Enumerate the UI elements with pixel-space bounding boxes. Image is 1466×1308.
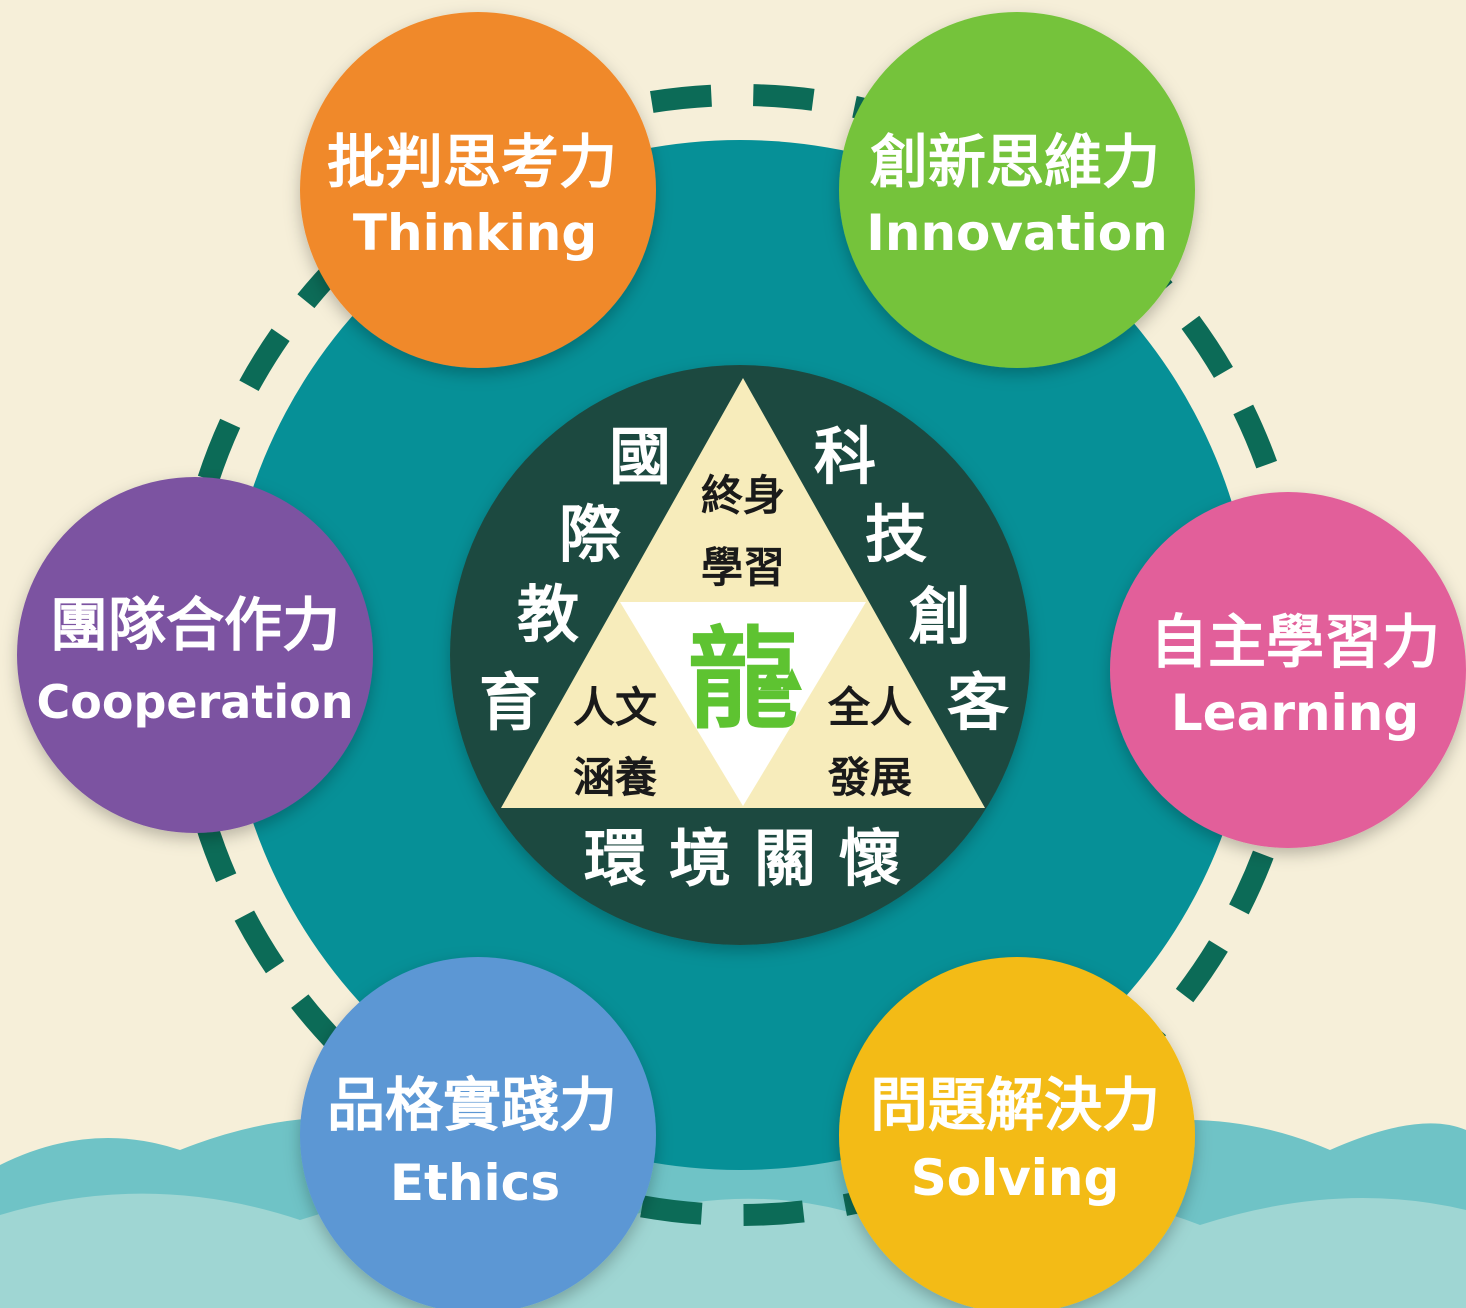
side-env-3: 關: [754, 822, 816, 895]
triangle-right-line2: 發展: [827, 753, 912, 802]
side-tech-2: 技: [865, 498, 927, 571]
bubble-cooperation-circle: [17, 477, 373, 833]
side-intl-4: 育: [479, 666, 541, 739]
bubble-ethics-circle: [300, 957, 656, 1308]
bubble-learning-en: Learning: [1171, 684, 1419, 742]
bubble-learning-zh: 自主學習力: [1150, 608, 1440, 676]
triangle-left-line2: 涵養: [573, 753, 657, 802]
bubble-thinking-circle: [300, 12, 656, 368]
side-env-4: 懷: [839, 822, 901, 895]
side-tech-3: 創: [909, 580, 971, 653]
bubble-innovation-circle: [839, 12, 1195, 368]
bubble-innovation: [839, 12, 1195, 368]
side-env-2: 境: [669, 822, 731, 895]
bubble-cooperation: [17, 477, 373, 833]
bubble-learning-circle: [1110, 492, 1466, 848]
bubble-cooperation-en: Cooperation: [37, 675, 354, 729]
dragon-logo-icon: 龍: [688, 616, 802, 744]
bubble-thinking-en: Thinking: [353, 204, 597, 262]
bubble-solving-en: Solving: [911, 1149, 1120, 1207]
bubble-learning: [1110, 492, 1466, 848]
bubble-ethics-zh: 品格實踐力: [327, 1071, 617, 1139]
bubble-ethics-en: Ethics: [390, 1154, 560, 1212]
triangle-left-line1: 人文: [573, 683, 657, 732]
bubble-thinking-zh: 批判思考力: [327, 128, 617, 196]
triangle-top-line2: 學習: [701, 543, 785, 592]
bubble-solving-zh: 問題解決力: [870, 1071, 1160, 1139]
side-intl-2: 際: [559, 498, 621, 571]
dragon-logo-glyph: 龍: [688, 616, 798, 744]
bubble-innovation-zh: 創新思維力: [870, 128, 1160, 196]
bubble-thinking: [300, 12, 656, 368]
side-intl-1: 國: [609, 420, 671, 493]
bubble-ethics: [300, 957, 656, 1308]
bubble-solving-circle: [839, 957, 1195, 1308]
side-tech-4: 客: [947, 666, 1009, 739]
bubble-solving: [839, 957, 1195, 1308]
center-triangle: [620, 602, 866, 806]
triangle-right-line1: 全人: [827, 683, 912, 732]
triangle-top-line1: 終身: [701, 471, 785, 520]
bubble-innovation-en: Innovation: [866, 204, 1167, 262]
dragon-spikes: [760, 665, 802, 690]
side-env-1: 環: [584, 822, 646, 895]
core-triangle: [501, 378, 985, 808]
side-tech-1: 科: [814, 420, 876, 493]
side-intl-3: 教: [517, 578, 579, 651]
bubble-cooperation-zh: 團隊合作力: [50, 591, 340, 659]
